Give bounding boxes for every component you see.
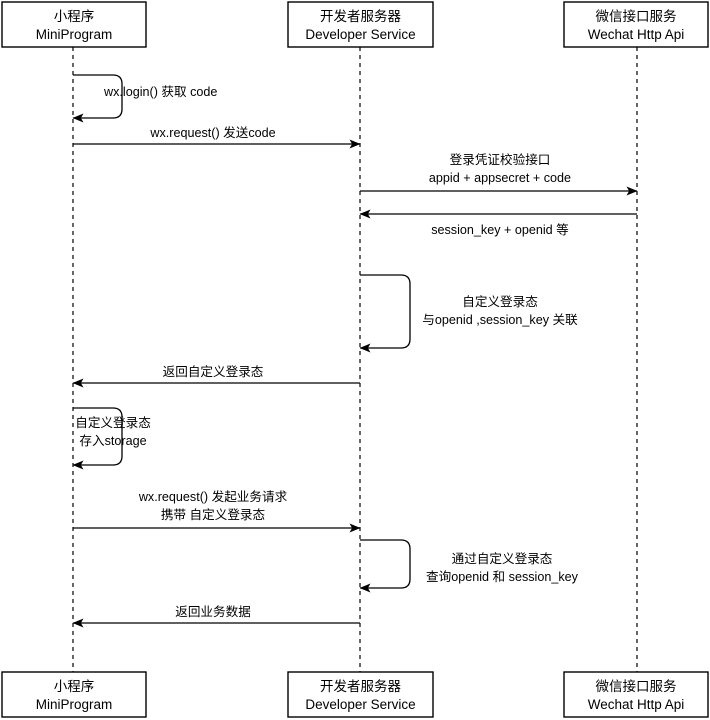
participant-header-developer-service[interactable]: 开发者服务器 Developer Service <box>287 1 434 48</box>
self-message-path-query-openid-session-key <box>359 539 411 593</box>
participant-name-en-miniprogram: MiniProgram <box>36 697 113 712</box>
participant-footer-developer-service[interactable]: 开发者服务器 Developer Service <box>287 671 434 718</box>
message-wx-login-get-code: wx.login() 获取 code <box>72 74 217 123</box>
message-label-wx-request-send-code-line-0: wx.request() 发送code <box>149 125 275 140</box>
participant-name-en-miniprogram: MiniProgram <box>36 27 113 42</box>
message-label-custom-login-state-associate-line-1: 与openid ,session_key 关联 <box>422 313 578 327</box>
message-return-custom-login-state: 返回自定义登录态 <box>72 365 360 388</box>
participant-footer-miniprogram[interactable]: 小程序 MiniProgram <box>1 671 147 718</box>
lifelines-layer <box>72 47 638 672</box>
participant-name-en-developer-service: Developer Service <box>305 697 415 712</box>
message-label-query-openid-session-key-line-0: 通过自定义登录态 <box>452 552 553 566</box>
participant-box-developer-service[interactable] <box>287 671 434 718</box>
message-login-credential-verify: 登录凭证校验接口 appid + appsecret + code <box>360 152 638 196</box>
message-wx-request-send-code: wx.request() 发送code <box>73 125 361 149</box>
message-label-wx-request-business-line-1: 携带 自定义登录态 <box>161 507 266 522</box>
participant-name-cn-miniprogram: 小程序 <box>54 9 95 24</box>
message-return-business-data: 返回业务数据 <box>72 604 360 628</box>
message-label-store-login-state-line-0: 自定义登录态 <box>75 416 151 430</box>
messages-layer: wx.login() 获取 code wx.request() 发送code 登录凭… <box>72 74 638 628</box>
message-label-store-login-state-line-1: 存入storage <box>79 434 146 448</box>
self-message-path-custom-login-state-associate <box>359 274 411 353</box>
participant-name-cn-miniprogram: 小程序 <box>54 679 95 694</box>
participant-box-wechat-http-api[interactable] <box>563 671 709 718</box>
message-label-return-business-data-line-0: 返回业务数据 <box>175 604 251 619</box>
message-label-custom-login-state-associate-line-0: 自定义登录态 <box>462 295 538 309</box>
self-message-path-store-login-state <box>72 407 123 470</box>
participant-name-cn-developer-service: 开发者服务器 <box>320 679 401 694</box>
message-label-query-openid-session-key-line-1: 查询openid 和 session_key <box>426 570 579 584</box>
participant-box-wechat-http-api[interactable] <box>563 1 709 48</box>
message-session-key-openid-return: session_key + openid 等 <box>359 209 637 237</box>
message-label-session-key-openid-return-line-0: session_key + openid 等 <box>431 222 569 237</box>
participant-name-cn-developer-service: 开发者服务器 <box>320 9 401 24</box>
participant-name-en-wechat-http-api: Wechat Http Api <box>588 697 685 712</box>
participant-box-miniprogram[interactable] <box>1 1 147 48</box>
participant-name-en-wechat-http-api: Wechat Http Api <box>588 27 685 42</box>
message-label-return-custom-login-state-line-0: 返回自定义登录态 <box>163 365 264 379</box>
participant-box-miniprogram[interactable] <box>1 671 147 718</box>
participant-name-en-developer-service: Developer Service <box>305 27 415 42</box>
message-label-login-credential-verify-line-1: appid + appsecret + code <box>429 171 571 185</box>
participant-header-miniprogram[interactable]: 小程序 MiniProgram <box>1 1 147 48</box>
participant-name-cn-wechat-http-api: 微信接口服务 <box>596 678 677 694</box>
self-message-path-wx-login-get-code <box>72 74 123 123</box>
participant-name-cn-wechat-http-api: 微信接口服务 <box>596 8 677 24</box>
message-label-login-credential-verify-line-0: 登录凭证校验接口 <box>450 152 551 167</box>
participant-header-wechat-http-api[interactable]: 微信接口服务 Wechat Http Api <box>563 1 709 48</box>
message-label-wx-login-get-code-line-0: wx.login() 获取 code <box>103 85 217 99</box>
participant-box-developer-service[interactable] <box>287 1 434 48</box>
message-label-wx-request-business-line-0: wx.request() 发起业务请求 <box>138 489 288 504</box>
participant-footer-wechat-http-api[interactable]: 微信接口服务 Wechat Http Api <box>563 671 709 718</box>
